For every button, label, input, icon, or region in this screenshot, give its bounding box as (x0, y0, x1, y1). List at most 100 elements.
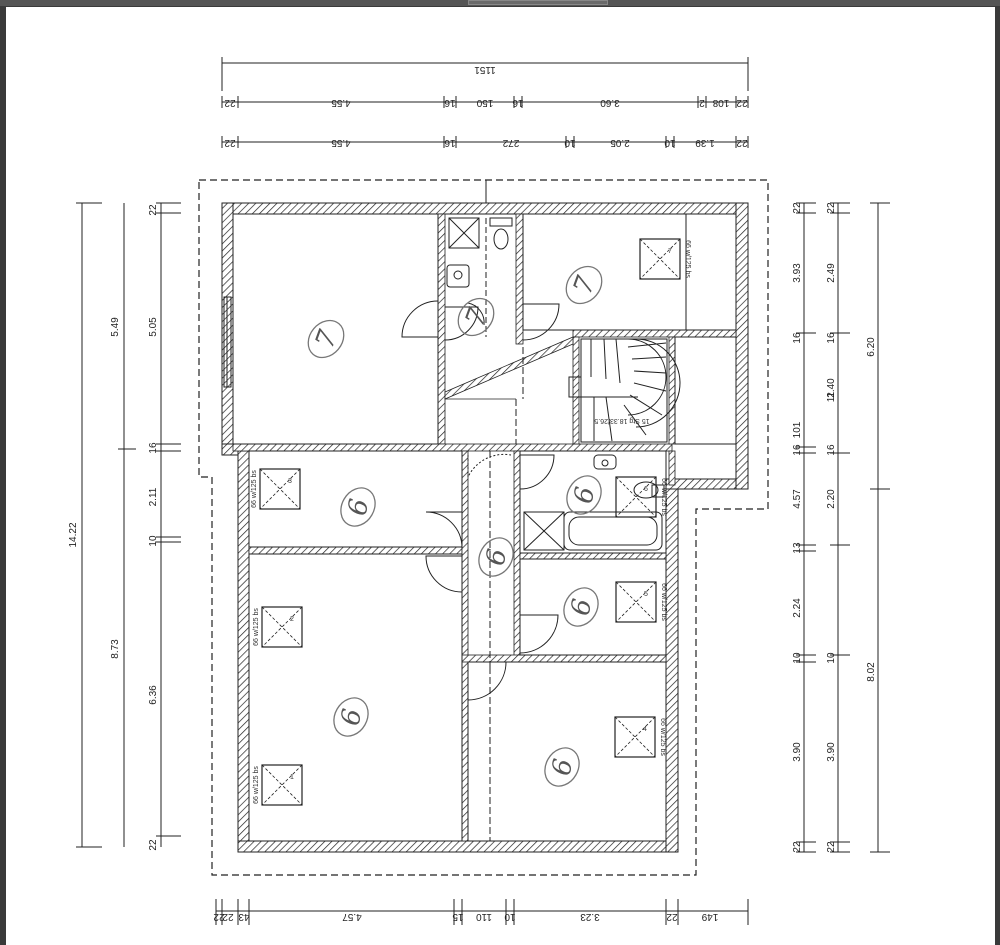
dim-top-row1-2: 4.55 (331, 97, 351, 108)
dim-top-row1-8: 108 (712, 97, 729, 108)
roof-window-number-4: 4 (643, 726, 647, 733)
dim-bottom-5: 15 (452, 911, 464, 922)
viewer-tab[interactable] (468, 0, 608, 5)
dim-right-b-4: 2.40 (826, 378, 837, 398)
dim-right-a-10: 3.90 (792, 742, 803, 762)
left-dimension-lines (76, 202, 181, 848)
roof-window-4: 4 66 w/125 bs (614, 716, 666, 758)
dim-right-a-9: 10 (792, 652, 803, 664)
room-mark-6: 6 (544, 747, 580, 787)
dim-bottom-4: 4.57 (342, 911, 362, 922)
dim-right-c-1: 6.20 (866, 337, 877, 357)
bathroom-lower-fixtures (523, 454, 665, 551)
room-mark-7: 6 (478, 537, 514, 577)
roof-window-size-7: 66 w/125 bs (684, 240, 691, 278)
dim-top-row1-3: 16 (444, 97, 456, 108)
dim-bottom-3: 22 (213, 911, 225, 922)
dim-top-row2-7: 10 (664, 137, 676, 148)
dim-top-row2-4: 272 (502, 137, 519, 148)
room-mark-2: 7 (457, 297, 495, 337)
roof-window-number-3: 3 (288, 478, 292, 485)
dim-bottom-7: 10 (504, 911, 516, 922)
dim-right-a-3: 16 (792, 332, 803, 344)
roof-window-1: 1 66 w/125 bs (253, 764, 303, 806)
roof-window-2: 2 66 w/125 bs (253, 606, 303, 648)
dim-right-b-9: 3.90 (826, 742, 837, 762)
dim-left-a-2: 8.73 (110, 639, 121, 659)
dim-right-b-1: 22 (826, 202, 837, 214)
dim-top-row1-1: 22 (224, 97, 236, 108)
room-mark-text-3: 7 (568, 272, 602, 298)
dim-left-b-2: 16 (148, 442, 159, 454)
dim-left-a-1: 5.49 (110, 317, 121, 337)
roof-outline (198, 179, 769, 876)
dim-right-b-8: 10 (826, 652, 837, 664)
room-mark-text-6: 6 (547, 756, 579, 778)
stair-label: 15 Stg 18.33/26.5 (594, 417, 649, 424)
dim-right-b-3: 16 (826, 332, 837, 344)
dim-right-a-6: 4.57 (792, 489, 803, 509)
dim-right-b-10: 22 (826, 841, 837, 853)
bottom-dimension-lines (215, 899, 749, 925)
dim-right-a-5: 16 (792, 444, 803, 456)
dim-top-row1-7: 2 (699, 97, 705, 108)
roof-window-size-5: 66 w/125 bs (660, 583, 667, 621)
dim-top-row2-5: 10 (564, 137, 576, 148)
dim-right-a-8: 2.24 (792, 598, 803, 618)
roof-window-number-6: 6 (644, 486, 648, 493)
doors (401, 300, 560, 701)
room-mark-text-7: 6 (481, 546, 513, 568)
dim-top-row2-6: 2.05 (610, 137, 630, 148)
roof-window-number-5: 5 (644, 591, 648, 598)
staircase (568, 338, 681, 443)
dim-bottom-10: 149 (701, 911, 718, 922)
dim-top-row2-8: 1.39 (695, 137, 715, 148)
dim-right-c-2: 8.02 (866, 662, 877, 682)
viewer-toolbar (0, 0, 1000, 6)
dim-top-row1-9: 22 (736, 97, 748, 108)
roof-window-size-2: 66 w/125 bs (253, 608, 260, 646)
dim-right-b-5: 11 (826, 391, 837, 402)
dim-bottom-9: 22 (666, 911, 678, 922)
room-mark-text-4: 6 (343, 496, 375, 518)
roof-window-size-4: 66 w/125 bs (659, 718, 666, 756)
dim-right-a-7: 13 (792, 542, 803, 554)
dim-left-c-top: 22 (148, 204, 159, 216)
window-left-room7 (223, 296, 232, 388)
roof-window-size-3: 66 w/125 bs (251, 470, 258, 508)
room-mark-1: 7 (307, 319, 345, 359)
roof-window-3: 3 66 w/125 bs (251, 468, 301, 510)
room-mark-9: 6 (566, 475, 602, 515)
dim-right-b-7: 2.20 (826, 489, 837, 509)
room-mark-text-2: 7 (460, 304, 494, 330)
dim-left-b-5: 6.36 (148, 685, 159, 705)
dim-right-a-11: 22 (792, 841, 803, 853)
bathroom-upper-fixtures (446, 217, 513, 337)
exterior-walls (221, 202, 749, 853)
roof-window-number-7: 7 (668, 248, 672, 255)
interior-walls (232, 213, 737, 842)
dim-right-b-6: 16 (826, 444, 837, 456)
dim-bottom-2: 43 (238, 911, 250, 922)
dim-right-b-2: 2.49 (826, 263, 837, 283)
room-mark-5: 6 (333, 697, 369, 737)
roof-window-5: 5 66 w/125 bs (615, 581, 667, 623)
right-dimension-lines (796, 202, 890, 853)
room-mark-text-8: 6 (566, 596, 598, 618)
dim-left-b-3: 2.11 (148, 487, 159, 506)
dim-right-a-1: 22 (792, 202, 803, 214)
roof-window-number-2: 2 (290, 616, 294, 623)
dim-right-a-4: 101 (792, 421, 803, 438)
roof-window-number-1: 1 (290, 774, 294, 781)
room-mark-text-1: 7 (310, 326, 344, 352)
roof-window-7: 7 66 w/125 bs (639, 238, 691, 280)
room-mark-text-5: 6 (336, 706, 368, 728)
dim-top-row2-3: 16 (444, 137, 456, 148)
roof-window-size-1: 66 w/125 bs (253, 766, 260, 804)
dim-left-b-6: 22 (148, 839, 159, 851)
room-mark-4: 6 (340, 487, 376, 527)
dim-top-row2-9: 22 (736, 137, 748, 148)
